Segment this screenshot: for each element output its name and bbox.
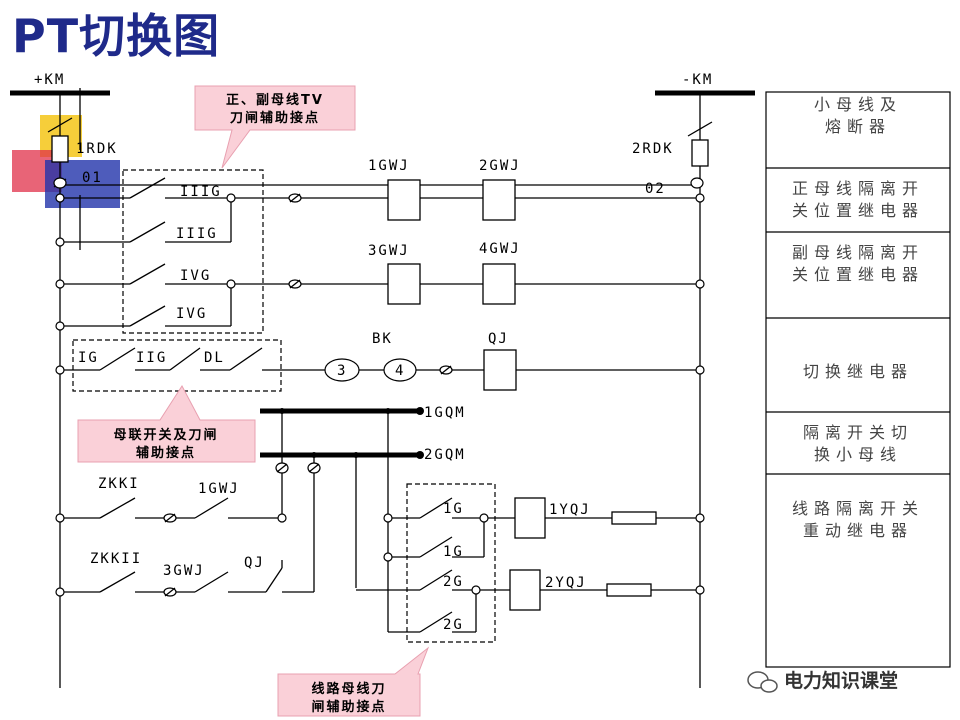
bus-label-neg: -KM	[682, 72, 713, 88]
coil-qj	[483, 349, 517, 391]
tv-contacts-group	[122, 169, 264, 334]
legend-table: 小母线及 熔断器 正母线隔离开 关位置继电器 副母线隔离开 关位置继电器 切换继…	[765, 91, 951, 668]
contact-k4: 2G	[443, 617, 464, 633]
contact-r4a: IVG	[176, 306, 207, 322]
resistor-2	[606, 583, 652, 597]
callout-bot: 线路母线刀 闸辅助接点	[277, 646, 430, 717]
small-bus-label-2: 2GQM	[424, 447, 466, 463]
fuse-1rdk	[51, 135, 69, 163]
coil-label-qj: QJ	[488, 331, 509, 347]
meter-4-label: 4	[395, 363, 405, 379]
coil-1yqj	[514, 497, 546, 539]
legend-row-2-line-2: 关位置继电器	[792, 201, 924, 220]
contact-k1: 1G	[443, 501, 464, 517]
legend-row-1-line-1: 小母线及	[814, 95, 902, 114]
watermark-text: 电力知识课堂	[784, 669, 898, 692]
coil-2gwj	[482, 179, 516, 221]
contact-k2: 1G	[443, 544, 464, 560]
legend-row-1-line-2: 熔断器	[825, 117, 891, 136]
legend-row-6-line-1: 线路隔离开关	[792, 499, 924, 518]
bus-label-pos: +KM	[34, 72, 65, 88]
fuse-label-left: 1RDK	[76, 141, 118, 157]
callout-mid-line-1: 母联开关及刀闸	[113, 427, 218, 443]
coil-4gwj	[482, 263, 516, 305]
node-01-label: 01	[82, 170, 103, 186]
contact-r1a: IIIG	[180, 184, 222, 200]
contact-k3: 2G	[443, 574, 464, 590]
contact-r9b: 3GWJ	[163, 563, 205, 579]
coil-label-2gwj: 2GWJ	[479, 158, 521, 174]
contact-r9a: ZKKII	[90, 551, 142, 567]
small-bus-label-1: 1GQM	[424, 405, 466, 421]
fuse-label-right: 2RDK	[632, 141, 674, 157]
contact-r9c: QJ	[244, 555, 265, 571]
contact-r5a: IG	[78, 350, 99, 366]
callout-top-line-2: 刀闸辅助接点	[230, 110, 320, 126]
fuse-2rdk	[691, 139, 709, 167]
resistor-1	[611, 511, 657, 525]
legend-row-6-line-2: 重动继电器	[803, 521, 913, 540]
contact-r2a: IIIG	[176, 226, 218, 242]
node-02-label: 02	[645, 181, 666, 197]
coil-label-3gwj: 3GWJ	[368, 243, 410, 259]
slide-title: PT切换图	[12, 9, 221, 63]
callout-mid: 母联开关及刀闸 辅助接点	[77, 385, 256, 463]
contact-r3a: IVG	[180, 268, 211, 284]
legend-row-3-line-1: 副母线隔离开	[792, 243, 924, 262]
legend-row-3-line-2: 关位置继电器	[792, 265, 924, 284]
legend-row-2-line-1: 正母线隔离开	[792, 179, 924, 198]
coil-3gwj	[387, 263, 421, 305]
coil-label-bk: BK	[372, 331, 393, 347]
contact-r8b: 1GWJ	[198, 481, 240, 497]
coil-label-1gwj: 1GWJ	[368, 158, 410, 174]
legend-row-5-line-1: 隔离开关切	[803, 423, 913, 442]
line-knife-contacts-group	[406, 483, 496, 643]
watermark: 电力知识课堂	[747, 669, 898, 693]
coil-label-4gwj: 4GWJ	[479, 241, 521, 257]
contact-r8a: ZKKI	[98, 476, 140, 492]
legend-row-4-line-1: 切换继电器	[803, 362, 913, 381]
meter-3-label: 3	[337, 363, 347, 379]
callout-top-line-1: 正、副母线TV	[226, 92, 324, 108]
callout-mid-line-2: 辅助接点	[136, 445, 196, 461]
coil-1gwj	[387, 179, 421, 221]
legend-row-5-line-2: 换小母线	[814, 445, 902, 464]
callout-bot-line-2: 闸辅助接点	[311, 699, 386, 715]
coil-2yqj	[509, 569, 541, 611]
contact-r5b: IIG	[136, 350, 167, 366]
contact-r5c: DL	[204, 350, 225, 366]
coil-label-1yqj: 1YQJ	[549, 502, 591, 518]
callout-top: 正、副母线TV 刀闸辅助接点	[194, 85, 356, 169]
bus-coupler-group	[72, 339, 282, 392]
callout-bot-line-1: 线路母线刀	[311, 681, 386, 697]
coil-label-2yqj: 2YQJ	[545, 575, 587, 591]
